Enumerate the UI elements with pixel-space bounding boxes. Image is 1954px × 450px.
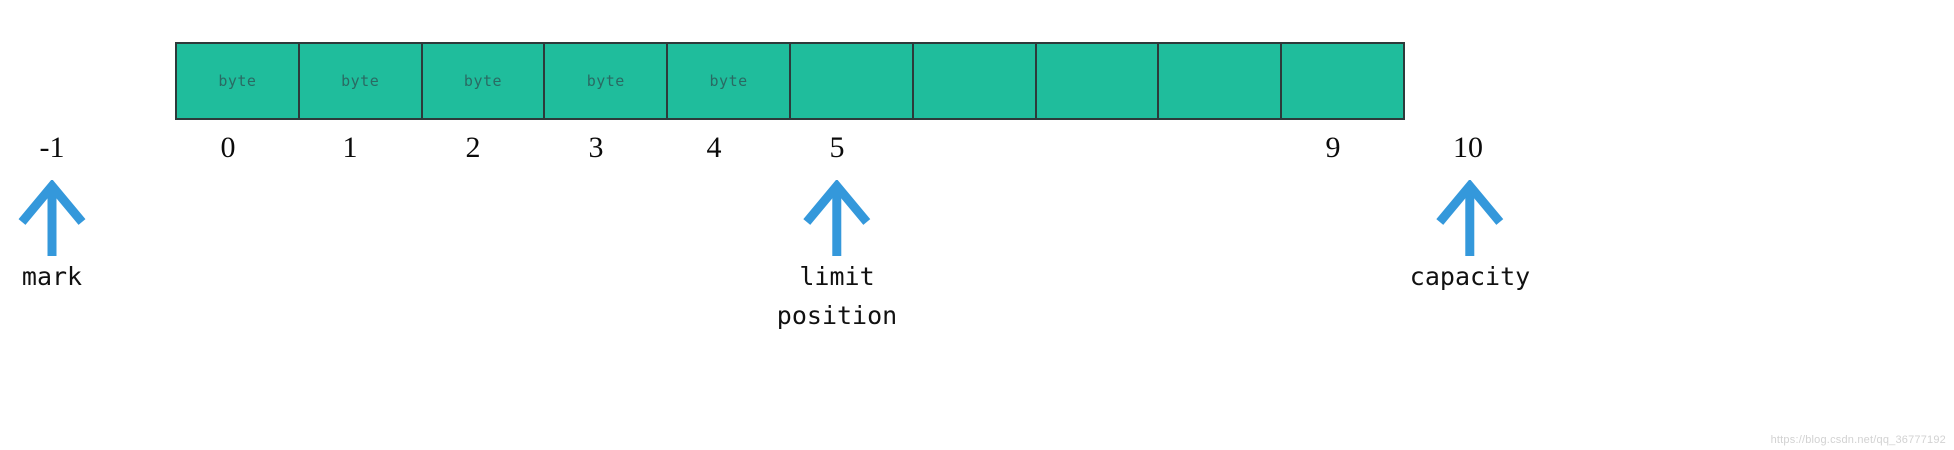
buffer-cell <box>790 44 914 118</box>
buffer-cell: byte <box>177 44 300 118</box>
arrow-up-icon <box>18 180 86 256</box>
buffer-cell: byte <box>545 44 669 118</box>
pointer-limit: limit position <box>777 180 897 336</box>
pointer-mark: mark <box>16 180 88 297</box>
index-label: -1 <box>39 131 65 164</box>
pointer-caption-limit: limit position <box>777 258 897 336</box>
pointer-caption-line: mark <box>21 262 83 291</box>
buffer-cell <box>1282 44 1403 118</box>
arrow-up-icon <box>1436 180 1504 256</box>
pointer-caption-mark: mark <box>22 258 82 297</box>
index-label: 10 <box>1453 131 1483 164</box>
buffer-cell <box>913 44 1037 118</box>
buffer-cell-label: byte <box>463 71 503 90</box>
index-label: 4 <box>706 131 722 164</box>
index-label: 9 <box>1325 131 1341 164</box>
index-label: 3 <box>588 131 604 164</box>
index-label: 1 <box>342 131 358 164</box>
buffer-cell: byte <box>422 44 546 118</box>
pointer-capacity: capacity <box>1410 180 1530 297</box>
pointer-caption-line: capacity <box>1409 262 1531 291</box>
buffer-cell-label: byte <box>218 71 257 90</box>
buffer-cell: byte <box>668 44 791 118</box>
buffer-cell-label: byte <box>341 71 380 90</box>
index-label: 5 <box>829 131 845 164</box>
index-label: 2 <box>465 131 481 164</box>
pointer-caption-line: limit <box>799 262 875 291</box>
watermark-text: https://blog.csdn.net/qq_36777192 <box>1770 434 1946 446</box>
buffer-cell-label: byte <box>586 71 625 90</box>
buffer-cell: byte <box>299 44 423 118</box>
pointer-caption-capacity: capacity <box>1410 258 1530 297</box>
index-label: 0 <box>220 131 236 164</box>
buffer-cell <box>1036 44 1160 118</box>
arrow-up-icon <box>803 180 871 256</box>
buffer-cell-label: byte <box>709 71 748 90</box>
buffer-cell <box>1159 44 1283 118</box>
byte-buffer-strip: byte byte byte byte byte <box>175 42 1405 120</box>
pointer-caption-line: position <box>776 300 898 330</box>
